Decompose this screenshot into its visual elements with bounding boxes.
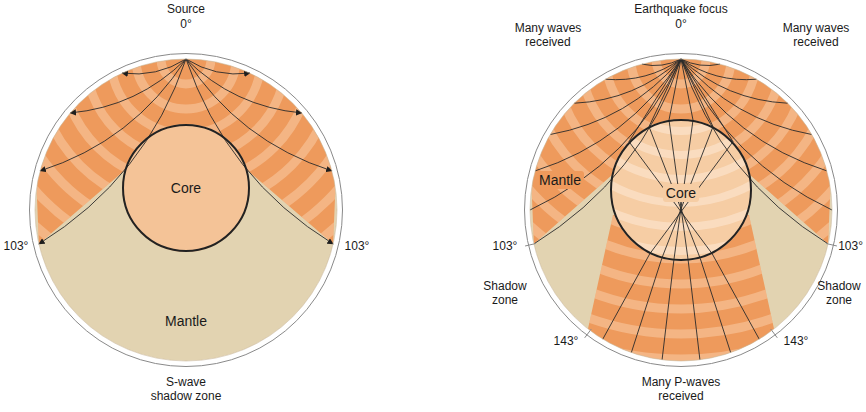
wave-band xyxy=(0,0,511,384)
wave-band xyxy=(0,0,461,334)
core-band xyxy=(561,0,801,179)
earth-outline xyxy=(524,53,838,367)
angle-label: 0° xyxy=(675,18,686,32)
seismic-ray xyxy=(70,59,186,113)
angle-label: 103° xyxy=(345,240,370,254)
zone-label: S-wave shadow zone xyxy=(149,376,223,404)
wave-band xyxy=(356,0,866,384)
angle-label: 103° xyxy=(4,240,29,254)
refracted-ray xyxy=(662,59,693,360)
core-name: Core xyxy=(663,184,699,202)
angle-label: 143° xyxy=(784,335,809,349)
wave-band xyxy=(0,0,486,359)
wave-band xyxy=(111,0,261,134)
wave-band xyxy=(606,0,756,134)
wave-band xyxy=(456,0,866,284)
seismic-ray xyxy=(122,59,186,74)
wave-band xyxy=(506,0,856,234)
wave-zone xyxy=(35,59,337,361)
core-band xyxy=(513,0,849,227)
refracted-ray xyxy=(669,59,700,360)
reception-label: Many P-waves received xyxy=(640,376,722,404)
core-band xyxy=(465,0,866,275)
seismic-ray xyxy=(186,59,333,244)
source-label: Source xyxy=(167,3,205,17)
seismic-ray xyxy=(186,59,250,74)
angle-label: 0° xyxy=(180,18,191,32)
refracted-ray xyxy=(631,59,713,353)
zone-label: Shadow zone xyxy=(480,280,530,308)
wave-band xyxy=(0,0,411,284)
shadow-zone xyxy=(530,59,832,361)
layer-name: Mantle xyxy=(536,171,584,189)
crust-rim xyxy=(29,53,343,367)
refracted-ray xyxy=(629,59,759,339)
angle-label: 143° xyxy=(554,335,579,349)
reception-label: Many waves received xyxy=(514,22,582,50)
core-name: Core xyxy=(171,180,201,196)
reception-label: Many waves received xyxy=(782,22,850,50)
core-circle: Core xyxy=(122,124,250,252)
core-band xyxy=(489,0,866,251)
zone-label: Shadow zone xyxy=(816,280,862,308)
seismic-ray xyxy=(186,59,302,113)
seismic-ray xyxy=(530,59,681,210)
seismic-ray xyxy=(39,59,186,244)
layer-name: Mantle xyxy=(165,313,207,329)
wave-zone xyxy=(530,59,832,361)
core-band xyxy=(609,0,753,131)
wave-band xyxy=(431,0,866,309)
earth-cross-section: MantleCore xyxy=(524,53,838,367)
wave-band xyxy=(0,0,436,309)
wave-band xyxy=(406,0,866,334)
core-band xyxy=(441,0,866,299)
crust-rim xyxy=(524,53,838,367)
core-fill xyxy=(122,124,250,252)
angle-label: 103° xyxy=(838,240,863,254)
focus-label: Earthquake focus xyxy=(634,3,727,17)
seismic-ray xyxy=(681,59,832,210)
wave-band xyxy=(381,0,866,359)
refracted-ray xyxy=(603,59,733,339)
wave-band xyxy=(556,0,806,184)
shadow-zone xyxy=(35,59,337,361)
angle-label: 103° xyxy=(493,240,518,254)
core-circle: Core xyxy=(610,119,752,261)
earth-cross-section: Mantle Core xyxy=(29,53,343,367)
